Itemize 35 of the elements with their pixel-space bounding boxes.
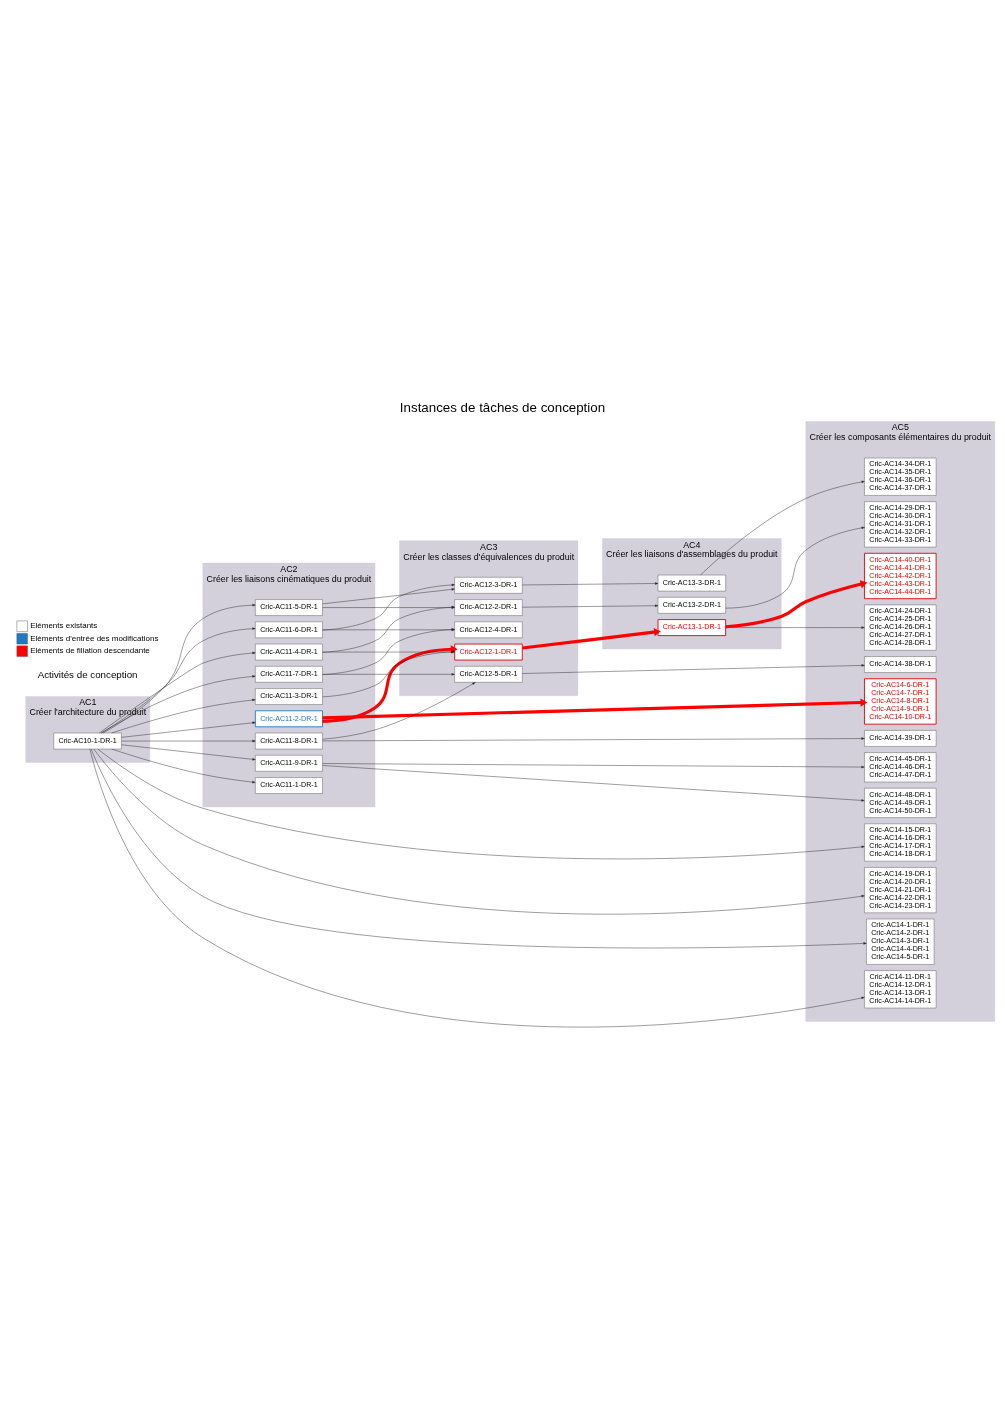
arrow [99, 651, 256, 733]
arrow [322, 736, 865, 741]
arrow [522, 663, 865, 674]
arrow [93, 748, 865, 914]
arrow [89, 748, 865, 1027]
arrow [322, 762, 865, 768]
arrow [121, 721, 256, 738]
arrow [322, 644, 458, 723]
arrow [101, 627, 256, 733]
label: Activités de conception [37, 668, 138, 680]
arrow [322, 672, 455, 675]
diagram-title: Instances de tâches de conception [399, 399, 606, 415]
arrow [102, 603, 256, 733]
arrow [322, 697, 868, 719]
arrow [121, 744, 256, 760]
arrow [725, 526, 865, 608]
arrow [522, 627, 661, 650]
arrow [322, 681, 476, 739]
arrow [522, 604, 659, 607]
arrow [725, 579, 868, 628]
arrow [522, 581, 659, 585]
legend-label: Eléments de filiation descendante [30, 645, 150, 655]
arrow [322, 587, 455, 604]
arrow [90, 748, 867, 948]
arrow [322, 650, 455, 697]
arrow [111, 698, 256, 733]
arrow [111, 748, 256, 783]
arrow [322, 764, 865, 802]
arrow [121, 739, 256, 742]
legend-label: Eléments d'entrée des modifications [30, 633, 159, 643]
legend-label: Eléments existants [30, 620, 98, 630]
arrow [700, 480, 865, 575]
arrow [100, 674, 256, 733]
arrow [322, 650, 455, 653]
arrow [97, 748, 865, 859]
